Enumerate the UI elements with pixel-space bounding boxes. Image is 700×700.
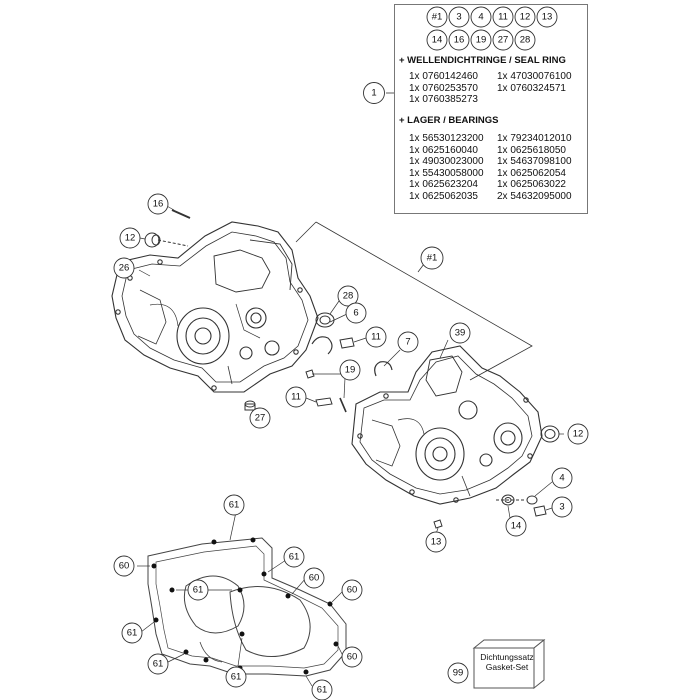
callout-12-left: 12 [125,233,136,244]
part-entry: 1x 54637098100 [497,156,572,168]
callout-61: 61 [231,672,242,683]
part-entry: 2x 54632095000 [497,190,572,202]
part-entry: 1x 56530123200 [409,133,484,144]
callout-61: 61 [229,500,240,511]
part-entry: 1x 0625160040 [409,144,478,156]
kit-bubble: 27 [498,35,509,46]
callout-4: 4 [559,473,564,484]
seal-ring-list-right: 1x 47030076100 1x 0760324571 [497,71,572,94]
part-entry: 1x 0760142460 [409,71,478,82]
callout-crankcase-assembly: #1 [427,253,438,264]
part-entry: 1x 0625062054 [497,167,566,179]
callout-13: 13 [431,537,442,548]
kit-bubble: 12 [520,12,531,23]
callout-1: 1 [371,88,376,99]
callout-6: 6 [353,308,358,319]
part-entry: 1x 49030023000 [409,156,484,168]
kit-bubble: 11 [498,12,508,23]
assembly-bracket [295,221,533,381]
kit-bubble: 4 [478,12,483,23]
part-entry: 1x 0760253570 [409,82,478,94]
callout-3: 3 [559,502,564,513]
gasket-set-label-en: Gasket-Set [485,662,529,672]
kit-bubble: 13 [542,12,553,23]
callout-7: 7 [405,337,410,348]
callout-61: 61 [127,628,138,639]
bearings-list-right: 1x 79234012010 1x 0625618050 1x 54637098… [497,133,572,203]
kit-bubble: #1 [432,12,443,23]
kit-bubble: 28 [520,35,531,46]
callout-11-lower: 11 [291,392,301,403]
seal-ring-heading: + WELLENDICHTRINGE / SEAL RING [399,55,566,66]
callout-leaders [137,204,564,687]
callout-99: 99 [453,668,464,679]
part-entry: 1x 55430058000 [409,167,484,179]
callout-39: 39 [455,328,466,339]
callout-27: 27 [255,413,266,424]
part-entry: 1x 0625618050 [497,144,566,156]
bearings-heading: + LAGER / BEARINGS [399,115,499,126]
kit-bubbles: #1 3 4 11 12 13 14 16 19 27 28 [426,6,558,51]
callout-60: 60 [309,573,320,584]
callout-14: 14 [511,521,522,532]
kit-bubble: 3 [456,12,461,23]
part-entry: 1x 0625063022 [497,179,566,191]
callout-60: 60 [347,652,358,663]
callout-19: 19 [345,365,356,376]
callout-26: 26 [119,263,130,274]
part-entry: 1x 79234012010 [497,133,572,144]
callout-28: 28 [343,291,354,302]
kit-bubble: 16 [454,35,465,46]
gasket-set-box [472,638,546,690]
callout-60: 60 [119,561,130,572]
right-crankcase-half [351,345,543,505]
callout-61: 61 [289,552,300,563]
callout-12-right: 12 [573,429,584,440]
part-entry: 1x 0760324571 [497,82,566,94]
kit-contents-box: #1 3 4 11 12 13 14 16 19 27 28 + WELLEND… [394,4,588,214]
part-entry: 1x 47030076100 [497,71,572,82]
callout-61: 61 [317,685,328,696]
kit-bubble: 19 [476,35,487,46]
callout-labels: 1 16 12 26 28 6 11 7 19 11 27 39 #1 12 4… [119,88,584,696]
seal-ring-list-left: 1x 0760142460 1x 0760253570 1x 076038527… [409,71,478,106]
callout-61: 61 [193,585,204,596]
kit-bubble: 14 [432,35,443,46]
gasket-set-label: Dichtungssatz Gasket-Set [476,652,538,672]
gasket-set-outline [147,537,347,677]
part-entry: 1x 0625623204 [409,179,478,191]
bearings-list-left: 1x 56530123200 1x 0625160040 1x 49030023… [409,133,484,203]
callout-16: 16 [153,199,164,210]
part-entry: 1x 0760385273 [409,94,478,106]
callouts [113,82,589,700]
gasket-set-label-de: Dichtungssatz [480,652,534,662]
callout-61: 61 [153,659,164,670]
callout-11-upper: 11 [371,332,381,343]
gasket-bolt-holes [151,537,339,675]
part-entry: 1x 0625062035 [409,190,478,202]
callout-60: 60 [347,585,358,596]
left-crankcase-half [111,221,319,393]
